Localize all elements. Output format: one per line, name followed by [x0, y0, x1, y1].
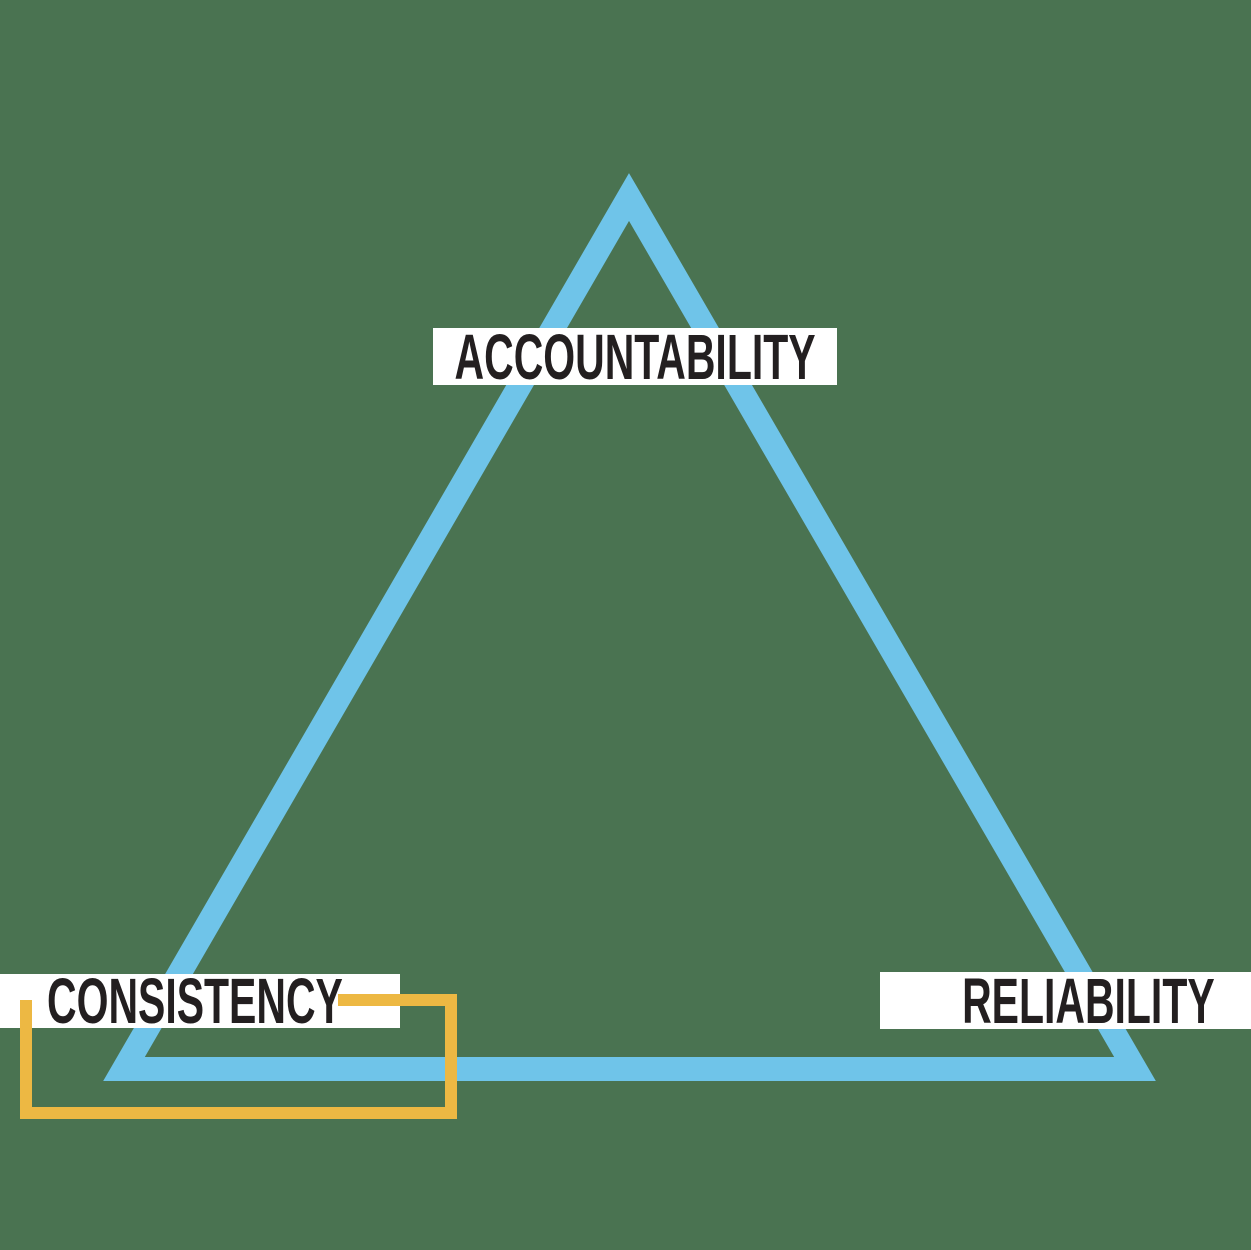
- reliability-label-text: RELIABILITY: [962, 964, 1215, 1037]
- reliability-label: RELIABILITY: [880, 969, 1251, 1033]
- consistency-label: CONSISTENCY: [0, 969, 400, 1033]
- triangle-outline-shape: [103, 173, 1156, 1081]
- accountability-label-text: ACCOUNTABILITY: [454, 320, 816, 393]
- accountability-label: ACCOUNTABILITY: [433, 325, 837, 389]
- consistency-label-text: CONSISTENCY: [47, 965, 343, 1037]
